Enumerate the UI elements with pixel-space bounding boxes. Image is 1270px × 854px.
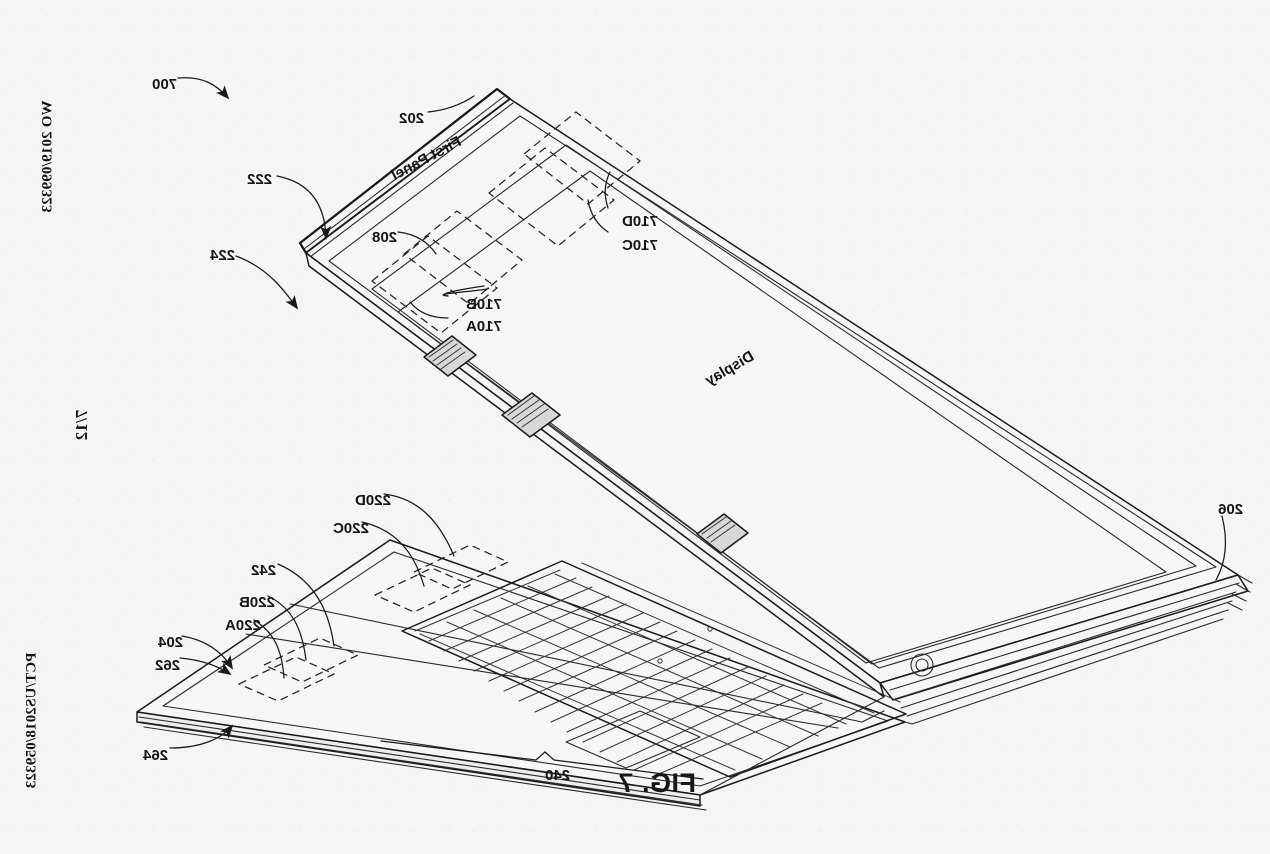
reference-numeral-220b: 220B bbox=[239, 594, 275, 611]
reference-numeral-224: 224 bbox=[210, 247, 236, 264]
antenna-220B bbox=[263, 637, 359, 683]
figure-label: FIG. 7 bbox=[618, 768, 697, 798]
reference-numeral-220c: 220C bbox=[333, 520, 369, 537]
base-antenna-elements bbox=[238, 544, 509, 702]
publication-number: WO 2019/099323 bbox=[39, 100, 56, 213]
antenna-710A bbox=[403, 210, 523, 305]
hinge-region bbox=[699, 696, 913, 796]
reference-numeral-262: 262 bbox=[155, 657, 181, 674]
reference-numeral-222: 222 bbox=[247, 171, 273, 188]
reference-numeral-206: 206 bbox=[1218, 501, 1244, 518]
reference-numeral-240: 240 bbox=[545, 767, 571, 784]
reference-numeral-710a: 710A bbox=[466, 318, 502, 335]
reference-numeral-264: 264 bbox=[143, 747, 169, 764]
reference-numeral-220a: 220A bbox=[225, 617, 261, 634]
antenna-220C bbox=[374, 567, 471, 613]
sheet-number: 7/12 bbox=[72, 409, 91, 441]
keyboard-keys bbox=[414, 562, 901, 778]
reference-numeral-242: 242 bbox=[251, 562, 277, 579]
reference-numeral-710d: 710D bbox=[622, 213, 658, 230]
reference-numeral-202: 202 bbox=[399, 110, 425, 127]
base-panel-group bbox=[136, 539, 907, 811]
edge-ports bbox=[423, 335, 749, 554]
reference-numeral-208: 208 bbox=[372, 229, 398, 246]
lid-antenna-elements bbox=[371, 111, 641, 334]
reference-numeral-710c: 710C bbox=[622, 237, 658, 254]
antenna-220A bbox=[238, 656, 335, 702]
antenna-710D bbox=[523, 111, 641, 205]
reference-numeral-710b: 710B bbox=[466, 296, 502, 313]
reference-numeral-220d: 220D bbox=[355, 492, 391, 509]
lid-edge-layers bbox=[889, 574, 1253, 725]
antenna-220D bbox=[413, 544, 509, 590]
leader-lines bbox=[169, 77, 1226, 780]
antenna-710B bbox=[371, 235, 498, 334]
antenna-710C bbox=[488, 147, 615, 247]
reference-numeral-204: 204 bbox=[158, 634, 184, 651]
display-lid-group bbox=[298, 87, 1253, 725]
application-number: PCT/US2018/059323 bbox=[23, 652, 40, 789]
reference-numeral-700: 700 bbox=[152, 76, 178, 93]
